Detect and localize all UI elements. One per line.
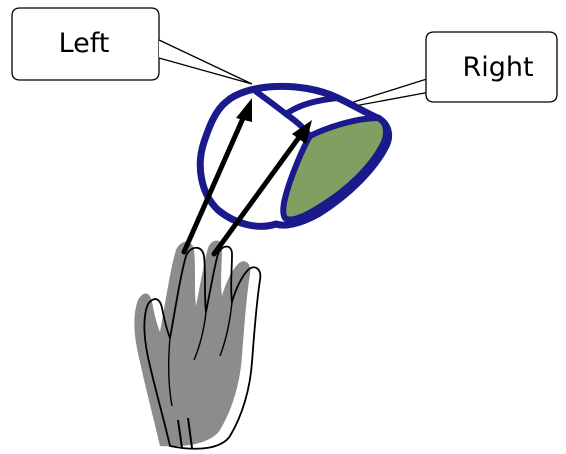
- pointing-hand-icon: [134, 240, 262, 450]
- computer-mouse-icon: [196, 82, 393, 230]
- right-arrowhead-icon: [292, 120, 312, 144]
- hand-finger-crease-2: [219, 301, 233, 357]
- left-arrowhead-icon: [236, 98, 252, 122]
- left-callout: Left: [11, 7, 253, 85]
- hand-finger-crease-1: [193, 311, 207, 361]
- left-callout-box: [11, 7, 160, 81]
- right-click-arrow: [211, 120, 312, 257]
- mouse-right-button-highlight: [280, 115, 389, 223]
- hand-wrist-line-1: [177, 419, 183, 449]
- hand-shadow: [134, 240, 251, 447]
- left-click-arrow: [181, 98, 252, 255]
- hand-wrist-line-2: [187, 417, 193, 449]
- hand-outline: [143, 245, 262, 450]
- left-callout-pointer: [158, 39, 253, 85]
- left-label: Left: [59, 28, 110, 59]
- right-callout: Right: [321, 31, 558, 113]
- right-label: Right: [462, 52, 533, 83]
- mouse-button-divider: [283, 95, 341, 117]
- right-callout-box: [425, 31, 558, 103]
- hand-thumb-line: [167, 337, 173, 407]
